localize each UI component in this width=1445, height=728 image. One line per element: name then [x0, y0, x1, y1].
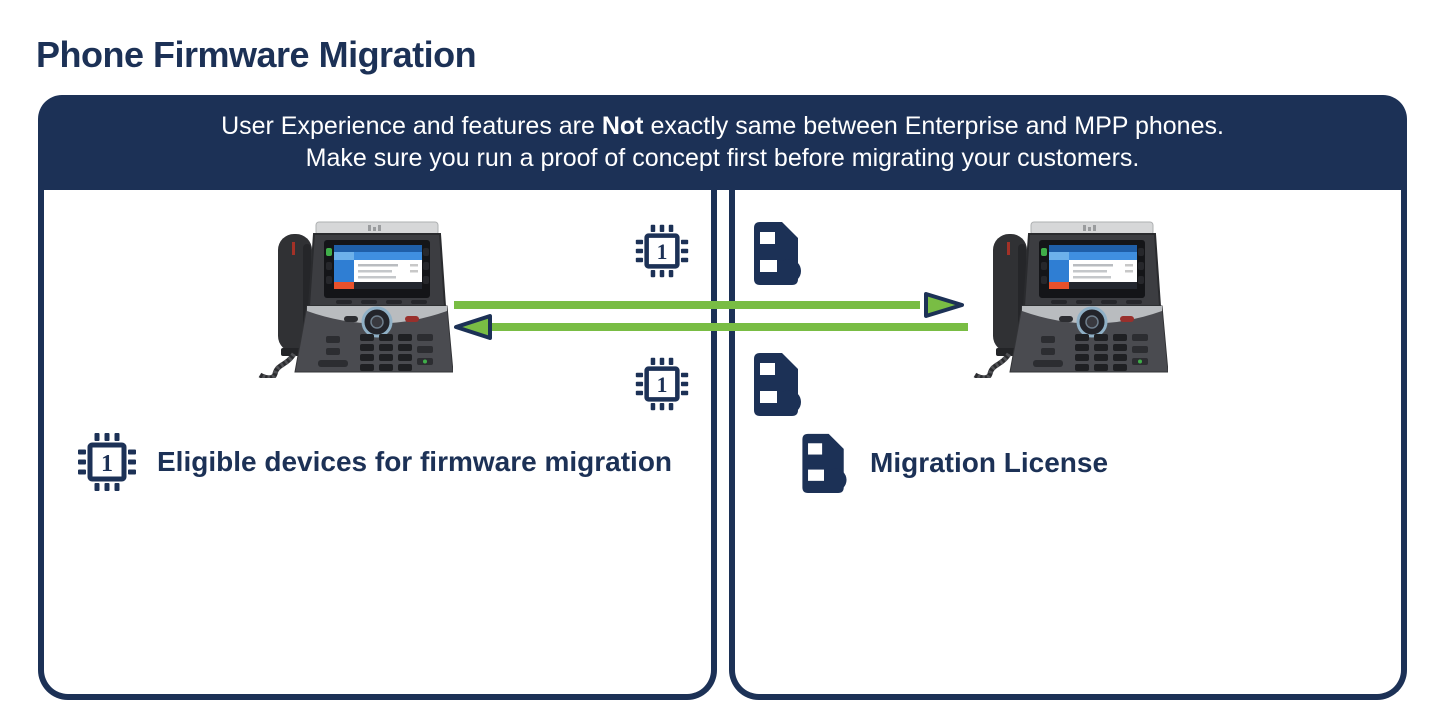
firmware-chip-icon: 1	[635, 224, 689, 278]
chip-digit: 1	[657, 240, 668, 264]
arrow-left-head-icon	[454, 314, 492, 340]
cisco-ip-phone-image	[973, 221, 1168, 378]
notice-line-1: User Experience and features are Not exa…	[38, 110, 1407, 142]
notice-banner: User Experience and features are Not exa…	[38, 95, 1407, 190]
migration-arrows	[454, 292, 968, 340]
mute-button	[405, 316, 419, 322]
notice-line1-after: exactly same between Enterprise and MPP …	[643, 112, 1224, 140]
cisco-ip-phone-image	[258, 221, 453, 378]
phone-screen	[1049, 245, 1137, 289]
arrow-right-head-icon	[924, 292, 964, 318]
phone-display-unit	[307, 221, 447, 307]
mpp-panel	[729, 190, 1407, 700]
mute-button	[1120, 316, 1134, 322]
chip-digit: 1	[101, 451, 113, 477]
firmware-chip-icon: 1	[635, 357, 689, 411]
phone-base	[294, 305, 453, 373]
firmware-chip-icon: 1	[78, 433, 136, 491]
license-document-icon	[802, 433, 847, 494]
arrow-left-shaft	[490, 323, 968, 331]
left-panel-caption: 1 Eligible devices for firmware migratio…	[76, 430, 672, 494]
license-document-icon	[754, 222, 801, 285]
phone-keypad	[1075, 334, 1127, 371]
chip-digit: 1	[657, 373, 668, 397]
arrow-right-shaft	[454, 301, 920, 309]
license-document-icon	[754, 353, 801, 416]
left-caption-text: Eligible devices for firmware migration	[157, 446, 673, 477]
right-caption-text: Migration License	[870, 447, 1109, 478]
right-panel-caption: Migration License	[798, 432, 1108, 494]
notice-line-2: Make sure you run a proof of concept fir…	[305, 144, 1140, 172]
phone-display-unit	[1022, 221, 1162, 307]
notice-line1-before: User Experience and features are	[221, 112, 602, 140]
phone-screen	[334, 245, 422, 289]
phone-base	[1009, 305, 1168, 373]
notice-line1-bold: Not	[601, 112, 644, 140]
phone-keypad	[360, 334, 412, 371]
page-title: Phone Firmware Migration	[36, 34, 477, 75]
enterprise-panel	[38, 190, 717, 700]
